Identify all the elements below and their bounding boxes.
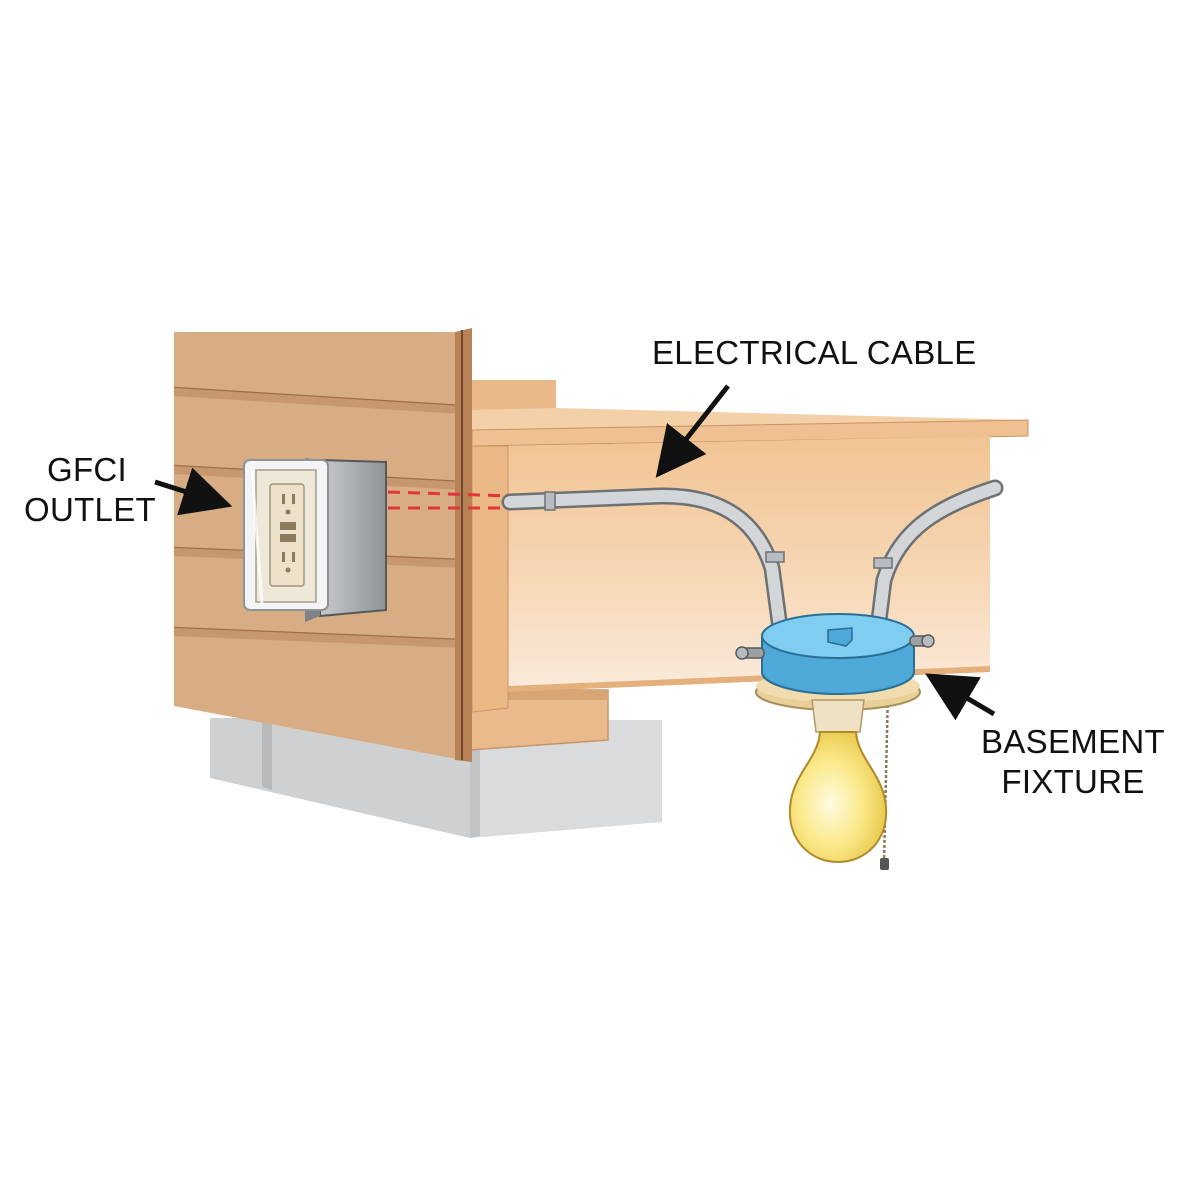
hidden-cable-path: [387, 490, 511, 510]
gfci-outlet-label: GFCI OUTLET: [24, 450, 156, 530]
gfci-arrow: [154, 467, 233, 516]
floor-joist: [471, 380, 1029, 713]
cable-arrow: [655, 384, 730, 478]
basement-fixture-label-line1: BASEMENT: [981, 723, 1165, 760]
basement-fixture-label-line2: FIXTURE: [1001, 763, 1145, 800]
fixture-arrow: [925, 673, 996, 721]
electrical-cable-label: ELECTRICAL CABLE: [652, 334, 977, 371]
gfci-outlet-label-line2: OUTLET: [24, 491, 156, 528]
light-fixture: [755, 670, 921, 870]
gfci-outlet-icon: [243, 458, 387, 622]
callout-arrows: [154, 384, 996, 721]
gfci-outlet-label-line1: GFCI: [46, 451, 128, 488]
basement-fixture-label: BASEMENT FIXTURE: [978, 722, 1168, 802]
electrical-cable: [501, 479, 1004, 637]
junction-box-icon: [735, 613, 935, 696]
light-bulb-icon: [788, 731, 888, 864]
